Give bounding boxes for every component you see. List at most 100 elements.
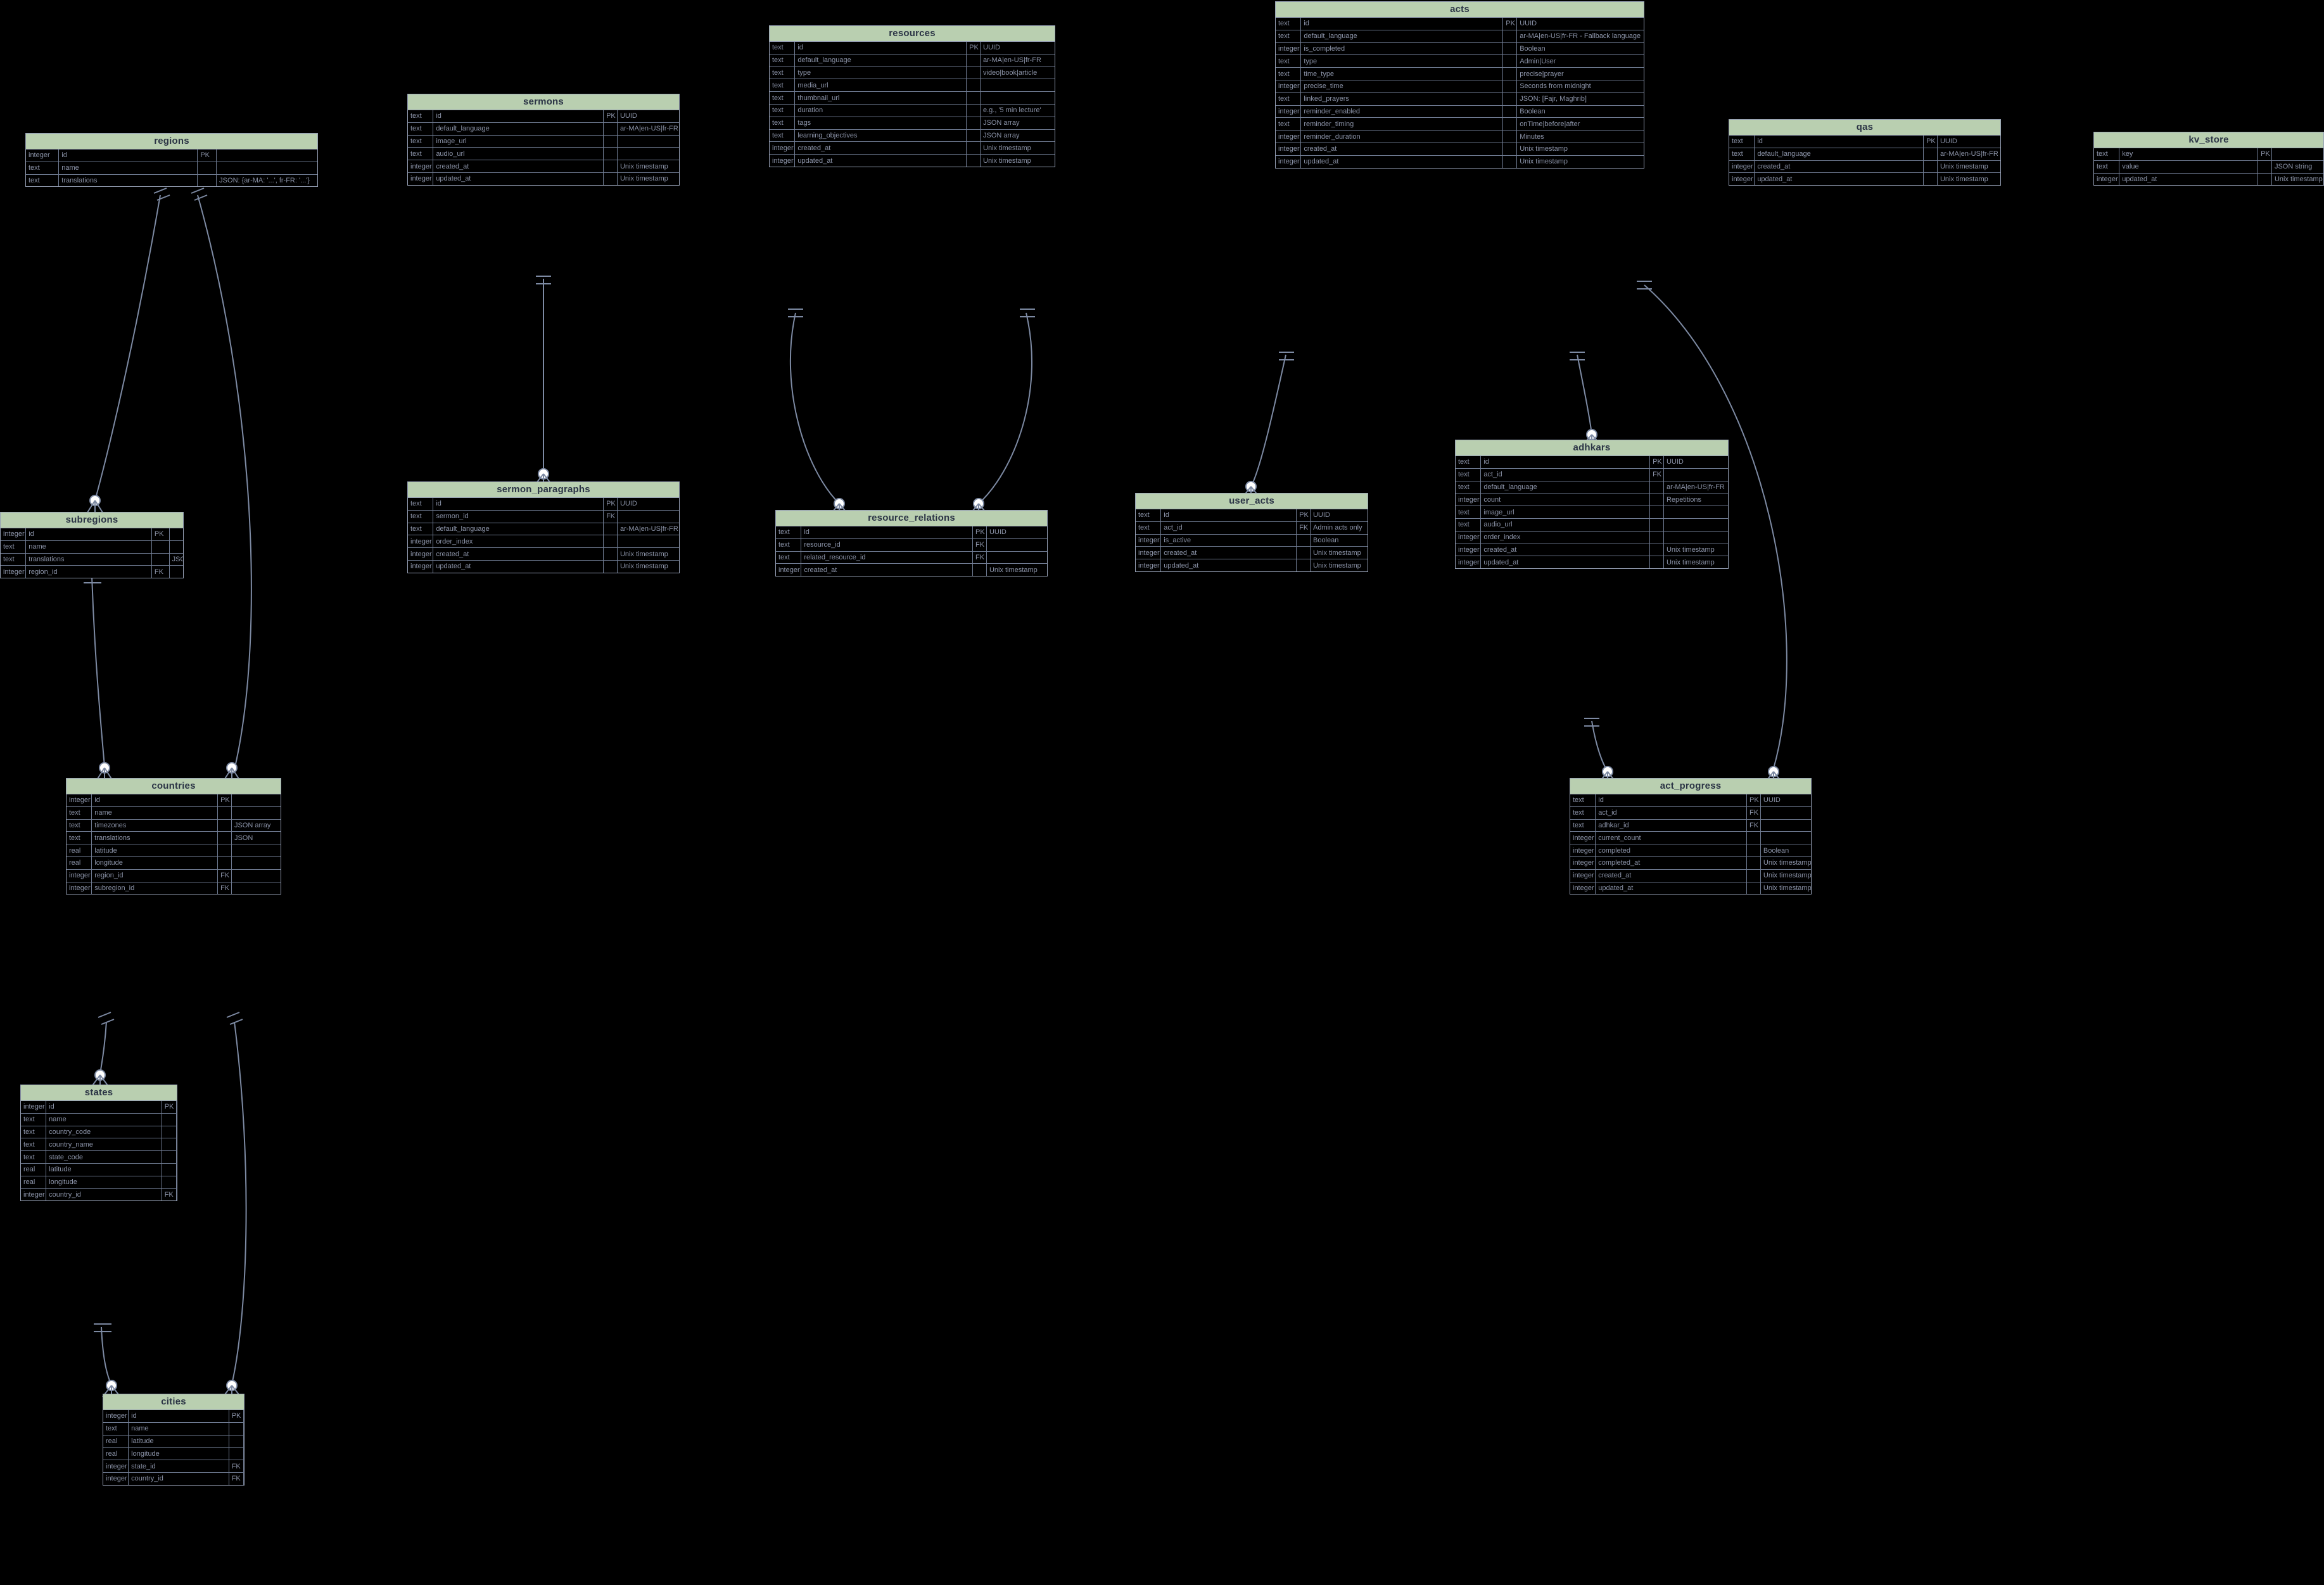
column-note: precise|prayer [1516,67,1644,80]
column-type: integer [1,528,27,541]
column-name: created_at [1480,544,1651,557]
column-key: FK [162,1188,177,1201]
column-name: type [794,67,967,80]
column-note: UUID [1663,456,1728,469]
column-key [966,67,981,80]
column-name: linked_prayers [1300,92,1504,106]
column-key [1746,844,1761,857]
column-type: text [1456,468,1482,481]
link-resources-relations-a [789,312,840,504]
column-name: latitude [128,1435,229,1448]
column-key [1502,117,1518,131]
column-name: act_id [1595,806,1748,820]
entity-title-adhkars: adhkars [1456,440,1728,456]
column-type: integer [1456,544,1482,557]
column-key [217,831,232,845]
column-type: integer [408,560,434,573]
column-note: ar-MA|en-US|fr-FR [980,54,1055,67]
column-name: audio_url [1480,518,1651,532]
column-type: text [1276,67,1302,80]
column-name: sermon_id [433,510,604,523]
column-key: PK [1649,456,1664,469]
column-key [1502,105,1518,118]
column-type: text [21,1126,47,1139]
column-key [1502,80,1518,93]
link-regions-subregions [94,194,161,501]
column-name: id [794,42,967,54]
column-key [197,162,217,175]
column-key [2257,173,2272,186]
column-type: text [1456,456,1482,469]
entity-title-countries: countries [67,779,281,794]
column-note [980,91,1055,105]
column-key: FK [972,551,987,564]
column-name: name [58,162,198,175]
column-name: created_at [801,563,974,576]
column-note [2271,148,2323,161]
column-name: related_resource_id [801,551,974,564]
column-note [1760,806,1811,820]
column-note: JSON [231,831,281,845]
column-note: Unix timestamp [1760,856,1811,870]
column-name: key [2119,148,2259,161]
column-note: video|book|article [980,67,1055,80]
link-acts-useracts [1250,354,1286,487]
column-key [966,129,981,143]
column-name: name [91,806,219,820]
column-note: JSO [169,553,183,566]
column-name: id [801,526,974,539]
column-name: order_index [433,535,604,549]
column-key: PK [966,42,981,54]
column-type: text [2094,160,2120,174]
column-name: updated_at [2119,173,2259,186]
column-type: text [2094,148,2120,161]
entity-title-sermon_paragraphs: sermon_paragraphs [408,482,679,498]
link-countries-cities [231,1021,247,1385]
crowfoot-endpoint [94,1069,106,1081]
column-key: FK [1649,468,1664,481]
column-name: adhkar_id [1595,819,1748,832]
column-type: integer [67,794,92,807]
column-type: integer [26,150,60,162]
column-name: updated_at [794,154,967,167]
